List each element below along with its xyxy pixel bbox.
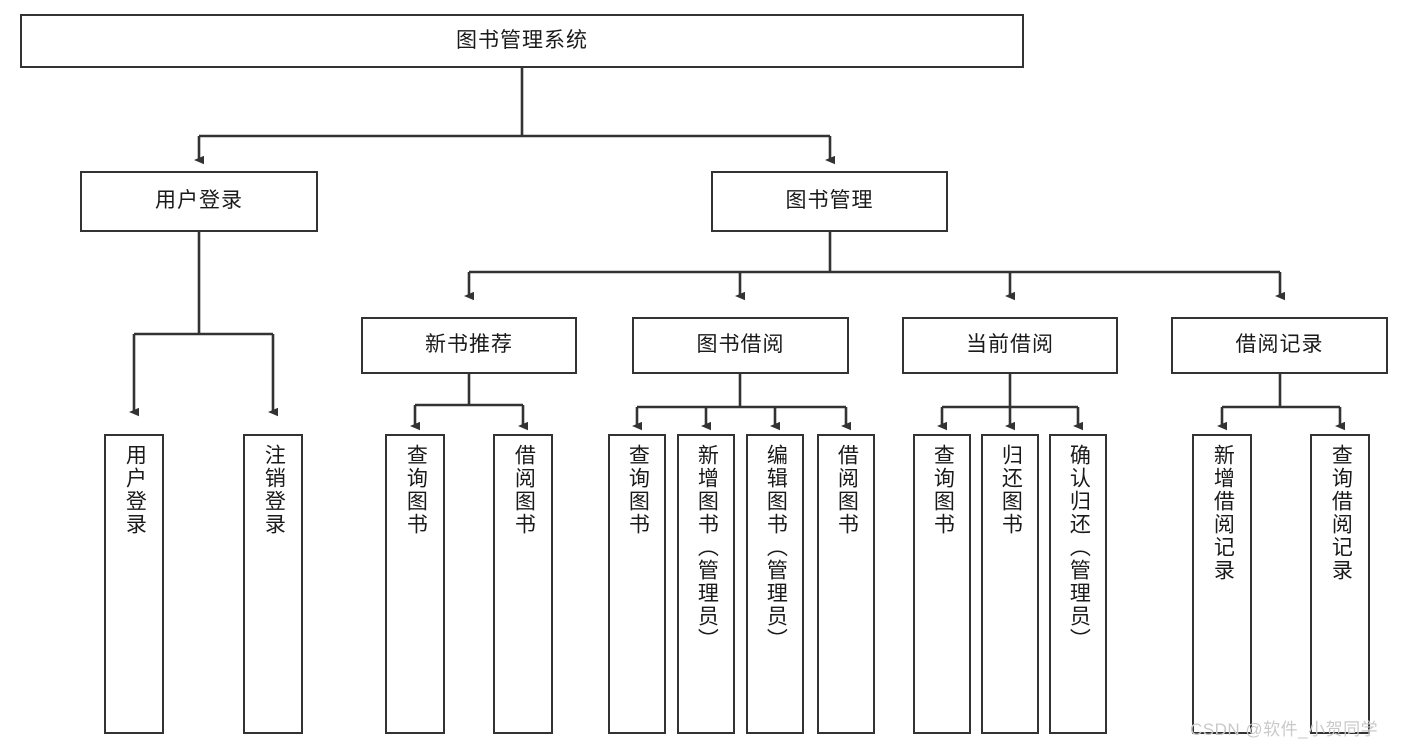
node-book-borrow[interactable]: 图书借阅 — [632, 317, 849, 374]
leaf-query-book-current[interactable]: 查询图书 — [913, 434, 971, 734]
leaf-query-book-new[interactable]: 查询图书 — [385, 434, 445, 734]
leaf-query-book-borrow[interactable]: 查询图书 — [608, 434, 666, 734]
node-user-login[interactable]: 用户登录 — [80, 171, 318, 232]
leaf-add-borrow-record[interactable]: 新增借阅记录 — [1192, 434, 1252, 734]
node-label: 借阅图书 — [512, 444, 536, 536]
node-label: 查询图书 — [626, 444, 650, 536]
node-label: 新增借阅记录 — [1211, 444, 1235, 582]
node-borrow-record[interactable]: 借阅记录 — [1171, 317, 1388, 374]
node-label: 查询图书 — [931, 444, 955, 536]
node-label: 编辑图书（管理员） — [764, 444, 788, 651]
node-label: 查询借阅记录 — [1329, 444, 1353, 582]
node-new-book-recommend[interactable]: 新书推荐 — [361, 317, 577, 374]
leaf-user-login[interactable]: 用户登录 — [104, 434, 164, 734]
leaf-borrow-book-new[interactable]: 借阅图书 — [493, 434, 553, 734]
node-current-borrow[interactable]: 当前借阅 — [902, 317, 1118, 374]
leaf-edit-book-admin[interactable]: 编辑图书（管理员） — [746, 434, 804, 734]
leaf-add-book-admin[interactable]: 新增图书（管理员） — [677, 434, 735, 734]
leaf-borrow-book[interactable]: 借阅图书 — [817, 434, 875, 734]
node-label: 确认归还（管理员） — [1067, 444, 1091, 651]
node-label: 当前借阅 — [966, 333, 1054, 357]
node-label: 图书管理系统 — [456, 28, 588, 52]
node-label: 注销登录 — [262, 444, 286, 536]
node-label: 借阅记录 — [1235, 333, 1324, 357]
node-label: 查询图书 — [404, 444, 428, 536]
node-label: 用户登录 — [123, 444, 147, 536]
node-label: 借阅图书 — [835, 444, 859, 536]
leaf-logout[interactable]: 注销登录 — [243, 434, 303, 734]
node-root-system[interactable]: 图书管理系统 — [20, 14, 1024, 68]
leaf-return-book[interactable]: 归还图书 — [981, 434, 1039, 734]
node-label: 归还图书 — [999, 444, 1023, 536]
node-label: 新书推荐 — [425, 333, 513, 357]
node-book-management[interactable]: 图书管理 — [711, 171, 948, 232]
node-label: 新增图书（管理员） — [695, 444, 719, 651]
leaf-confirm-return-admin[interactable]: 确认归还（管理员） — [1049, 434, 1107, 734]
node-label: 图书管理 — [785, 189, 874, 213]
leaf-query-borrow-record[interactable]: 查询借阅记录 — [1310, 434, 1370, 734]
node-label: 用户登录 — [155, 189, 243, 213]
csdn-watermark: CSDN @软件_小贺同学 — [1190, 720, 1379, 739]
node-label: 图书借阅 — [696, 333, 785, 357]
